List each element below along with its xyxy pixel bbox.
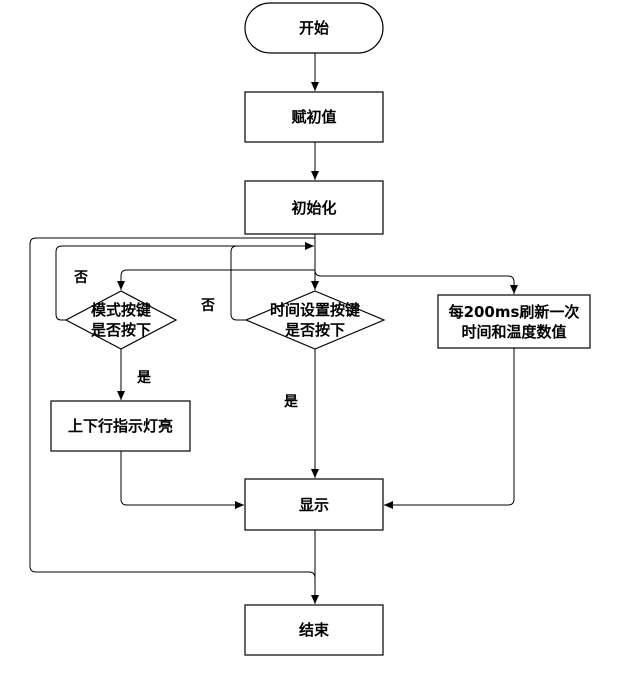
refresh-node: 每200ms刷新一次 时间和温度数值 [448, 302, 580, 341]
init-values-node: 赋初值 [291, 108, 337, 126]
mode-check-node: 模式按键 是否按下 [90, 301, 151, 339]
end-box-shape [244, 604, 384, 656]
edge-branch-to-refresh [314, 269, 518, 294]
edge-time-no-loop [230, 245, 246, 321]
edge-led-to-display [120, 451, 244, 509]
led-on-box-shape [50, 400, 191, 452]
start-terminal-shape [244, 2, 384, 54]
label-no-time: 否 [201, 298, 215, 314]
label-no-mode: 否 [74, 270, 88, 286]
edge-branch-to-mode-check [117, 269, 315, 290]
refresh-box-shape [437, 294, 591, 349]
end-node: 结束 [298, 621, 329, 639]
display-node: 显示 [298, 495, 329, 514]
edge-mode-no-loop [55, 242, 314, 321]
label-yes-mode: 是 [137, 370, 151, 386]
initialize-box-shape [244, 180, 384, 235]
label-yes-time: 是 [284, 394, 298, 410]
display-box-shape [244, 478, 384, 531]
edge-refresh-to-display [384, 348, 515, 509]
edge-outer-loop-to-end [29, 237, 319, 604]
led-on-node: 上下行指示灯亮 [67, 417, 173, 435]
time-set-check-node: 时间设置按键 是否按下 [269, 301, 360, 339]
initialize-node: 初始化 [291, 198, 337, 217]
init-values-box-shape [244, 91, 384, 143]
start-node: 开始 [298, 19, 329, 37]
